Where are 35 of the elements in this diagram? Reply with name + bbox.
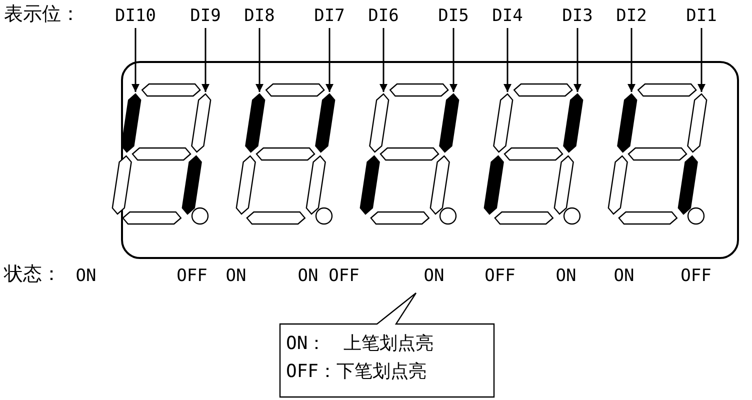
arrow	[202, 28, 210, 92]
arrow	[450, 28, 458, 92]
legend-text: OFF：下笔划点亮	[286, 362, 427, 382]
arrow	[698, 28, 706, 92]
state-value: ON	[614, 266, 634, 286]
arrow	[132, 28, 140, 92]
state-value: OFF	[328, 266, 360, 286]
callout-box	[279, 292, 495, 398]
state-value: OFF	[176, 266, 208, 286]
bit-label: DI4	[492, 6, 523, 26]
legend-text: ON： 上笔划点亮	[286, 334, 434, 354]
bit-label: DI7	[314, 6, 345, 26]
bit-label: DI2	[616, 6, 647, 26]
bit-label: DI9	[190, 6, 221, 26]
state-value: ON	[556, 266, 576, 286]
state-value: ON	[424, 266, 444, 286]
bit-label: DI5	[438, 6, 469, 26]
row-heading: 状态：	[4, 264, 61, 284]
arrow	[504, 28, 512, 92]
state-value: ON	[76, 266, 96, 286]
bit-label: DI10	[115, 6, 156, 26]
arrow	[628, 28, 636, 92]
arrow	[380, 28, 388, 92]
bit-label: DI6	[368, 6, 399, 26]
arrow	[574, 28, 582, 92]
bit-label: DI3	[562, 6, 593, 26]
bit-label: DI8	[244, 6, 275, 26]
state-value: OFF	[680, 266, 712, 286]
row-heading: 表示位：	[4, 4, 80, 24]
bit-label: DI1	[686, 6, 717, 26]
arrow	[256, 28, 264, 92]
arrow	[326, 28, 334, 92]
state-value: OFF	[484, 266, 516, 286]
state-value: ON	[298, 266, 318, 286]
state-value: ON	[226, 266, 246, 286]
